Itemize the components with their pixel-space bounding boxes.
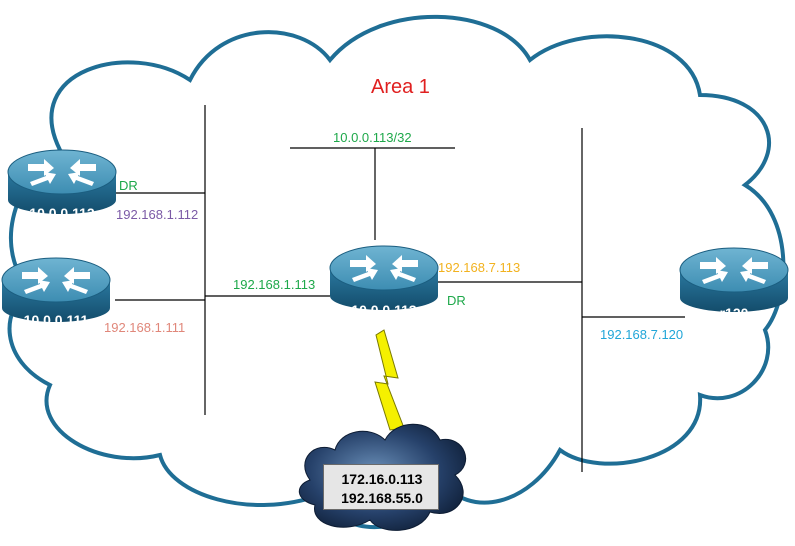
external-networks-box: 172.16.0.113 192.168.55.0 xyxy=(323,464,439,510)
ip-label-120: 192.168.7.120 xyxy=(600,327,684,342)
area-title: Area 1 xyxy=(371,76,430,98)
router-label-112: 10.0.0.112 xyxy=(29,205,95,221)
router-label-120: r120 xyxy=(719,305,749,321)
external-network-1: 172.16.0.113 xyxy=(341,471,423,487)
external-network-2: 192.168.55.0 xyxy=(341,490,423,506)
ip-lan1-label-113: 192.168.1.113 xyxy=(233,277,316,292)
loopback-label-113: 10.0.0.113/32 xyxy=(333,130,412,145)
lightning-icon xyxy=(374,329,405,431)
dr-label-113: DR xyxy=(447,293,466,308)
router-icon xyxy=(679,247,789,313)
ip-lan7-label-113: 192.168.7.113 xyxy=(438,260,521,275)
router-label-113: 10.0.0.113 xyxy=(351,302,417,318)
network-links xyxy=(115,105,685,472)
ip-label-111: 192.168.1.111 xyxy=(104,320,186,335)
router-label-111: 10.0.0.111 xyxy=(23,312,89,328)
ip-label-112: 192.168.1.112 xyxy=(116,207,199,222)
dr-label-112: DR xyxy=(119,178,138,193)
router-icon xyxy=(329,245,439,311)
